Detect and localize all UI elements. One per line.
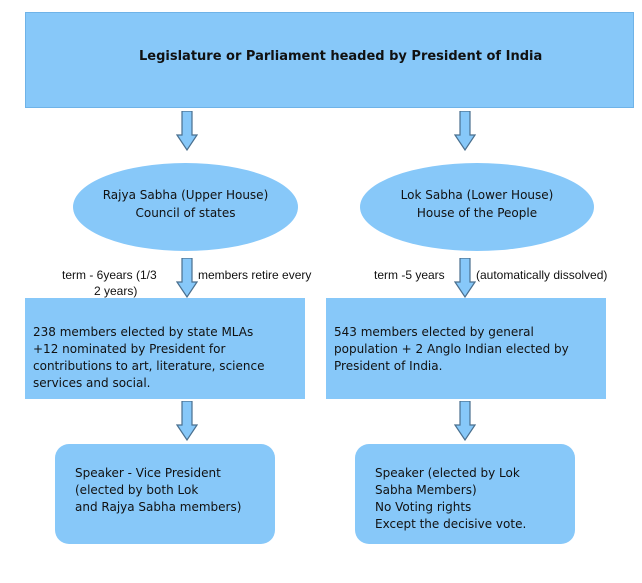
term-right-part1: term -5 years	[374, 268, 445, 282]
lok-sabha-title: Lok Sabha (Lower House)	[400, 188, 554, 202]
lok-members-line: 543 members elected by general	[334, 325, 534, 339]
rajya-members-line: 238 members elected by state MLAs	[33, 325, 254, 339]
arrow-down-icon	[454, 258, 476, 298]
arrow-down-icon	[176, 258, 198, 298]
rajya-sabha-node: Rajya Sabha (Upper House) Council of sta…	[73, 163, 298, 251]
lok-sabha-node: Lok Sabha (Lower House) House of the Peo…	[360, 163, 594, 251]
lok-speaker-line: Except the decisive vote.	[375, 517, 527, 531]
term-left-part3: 2 years)	[94, 284, 138, 298]
arrow-down-icon	[454, 401, 476, 441]
arrow-down-icon	[176, 111, 198, 151]
lok-members-line: population + 2 Anglo Indian elected by	[334, 342, 569, 356]
rajya-sabha-members-box: 238 members elected by state MLAs +12 no…	[25, 298, 305, 399]
lok-sabha-speaker-box: Speaker (elected by Lok Sabha Members) N…	[355, 444, 575, 544]
lok-speaker-line: No Voting rights	[375, 500, 472, 514]
arrow-down-icon	[176, 401, 198, 441]
lok-speaker-line: Sabha Members)	[375, 483, 477, 497]
lok-sabha-members-box: 543 members elected by general populatio…	[326, 298, 606, 399]
rajya-members-line: services and social.	[33, 376, 151, 390]
rajya-speaker-line: (elected by both Lok	[75, 483, 199, 497]
rajya-sabha-subtitle: Council of states	[135, 206, 236, 220]
term-left-part2: members retire every	[198, 268, 312, 282]
term-right-part2: (automatically dissolved)	[476, 268, 608, 282]
rajya-members-line: contributions to art, literature, scienc…	[33, 359, 265, 373]
term-left-part1: term - 6years (1/3	[62, 268, 157, 282]
diagram-title: Legislature or Parliament headed by Pres…	[139, 49, 543, 64]
rajya-sabha-title: Rajya Sabha (Upper House)	[102, 188, 269, 202]
lok-members-line: President of India.	[334, 359, 443, 373]
rajya-speaker-line: and Rajya Sabha members)	[75, 500, 242, 514]
lok-speaker-line: Speaker (elected by Lok	[375, 466, 520, 480]
rajya-members-line: +12 nominated by President for	[33, 342, 226, 356]
arrow-down-icon	[454, 111, 476, 151]
rajya-speaker-line: Speaker - Vice President	[75, 466, 221, 480]
lok-sabha-subtitle: House of the People	[416, 206, 538, 220]
rajya-sabha-speaker-box: Speaker - Vice President (elected by bot…	[55, 444, 275, 544]
title-box: Legislature or Parliament headed by Pres…	[25, 12, 634, 108]
